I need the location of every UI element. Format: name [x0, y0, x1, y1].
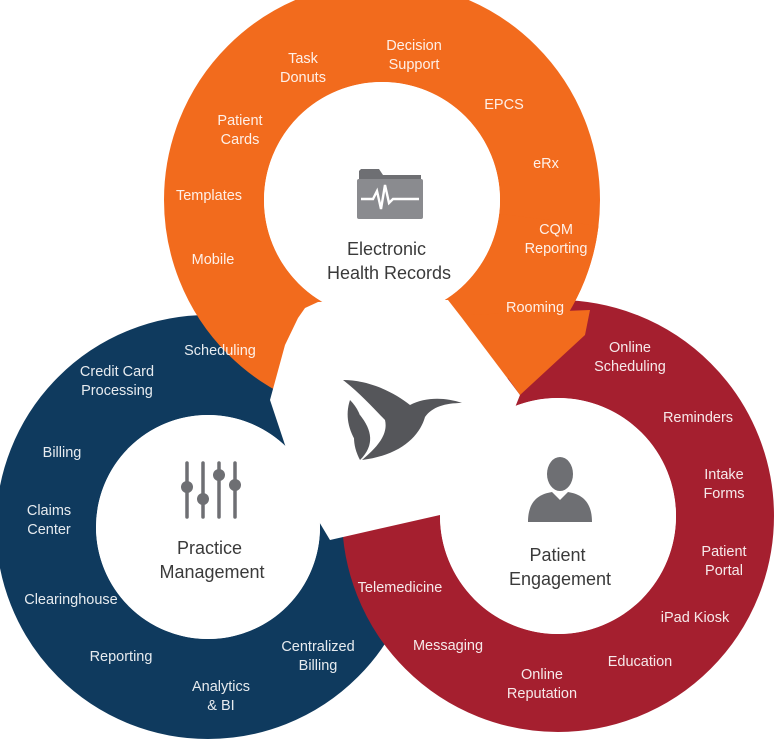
ehr-title-line2: Health Records: [327, 263, 451, 283]
ehr-title-line1: Electronic: [347, 239, 426, 259]
ehr-feature: eRx: [533, 156, 560, 172]
ehr-feature: Rooming: [506, 300, 564, 316]
ehr-title: Electronic Health Records: [327, 239, 451, 283]
engagement-title-line1: Patient: [529, 545, 585, 565]
engagement-title: Patient Engagement: [509, 545, 611, 589]
engagement-feature: iPad Kiosk: [661, 610, 730, 626]
person-icon: [528, 457, 592, 522]
ehr-feature: EPCS: [484, 97, 524, 113]
sliders-icon: [181, 461, 241, 519]
practice-title-line1: Practice: [177, 538, 242, 558]
practice-feature: Scheduling: [184, 343, 256, 359]
practice-title-line2: Management: [159, 562, 264, 582]
practice-feature: Clearinghouse: [24, 592, 118, 608]
engagement-feature: Telemedicine: [358, 580, 443, 596]
practice-feature: Analytics& BI: [192, 679, 250, 714]
practice-feature: Reporting: [90, 649, 153, 665]
hummingbird-logo-icon: [343, 380, 462, 460]
engagement-title-line2: Engagement: [509, 569, 611, 589]
engagement-feature: Education: [608, 654, 673, 670]
ehr-feature: Templates: [176, 188, 242, 204]
ehr-band-tail: [463, 310, 590, 395]
engagement-feature: Reminders: [663, 410, 733, 426]
ehr-feature: Mobile: [192, 252, 235, 268]
engagement-feature: Messaging: [413, 638, 483, 654]
practice-feature: Billing: [43, 445, 82, 461]
practice-title: Practice Management: [159, 538, 264, 582]
practice-inner-disc: [96, 415, 320, 639]
folder-heartbeat-icon: [357, 169, 423, 219]
